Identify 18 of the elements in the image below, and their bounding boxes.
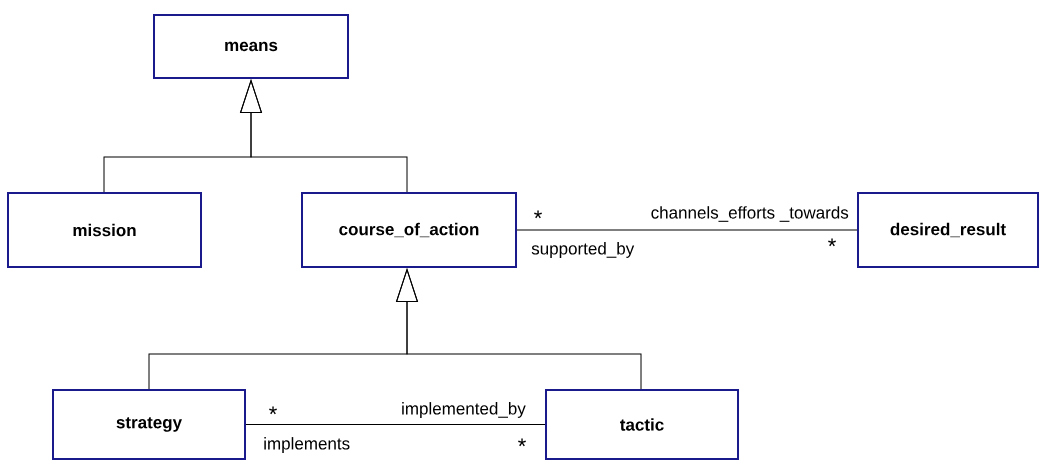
class-box: means [153, 14, 349, 79]
class-box: course_of_action [301, 192, 517, 268]
class-box: strategy [52, 389, 246, 460]
multiplicity: * [828, 238, 836, 247]
class-box: desired_result [857, 192, 1039, 268]
multiplicity: * [518, 438, 526, 447]
role-name: implements [264, 437, 350, 453]
class-box: tactic [545, 389, 739, 460]
role-name: implemented_by [402, 402, 526, 418]
association-line [516, 229, 858, 231]
class-box: mission [7, 192, 202, 268]
association-line [245, 424, 546, 425]
generalization-arrow [240, 80, 408, 193]
multiplicity: * [534, 210, 542, 219]
role-name: channels_efforts _towards [651, 206, 849, 222]
multiplicity: * [269, 406, 277, 415]
generalization-arrow [396, 269, 642, 390]
role-name: supported_by [531, 242, 635, 258]
